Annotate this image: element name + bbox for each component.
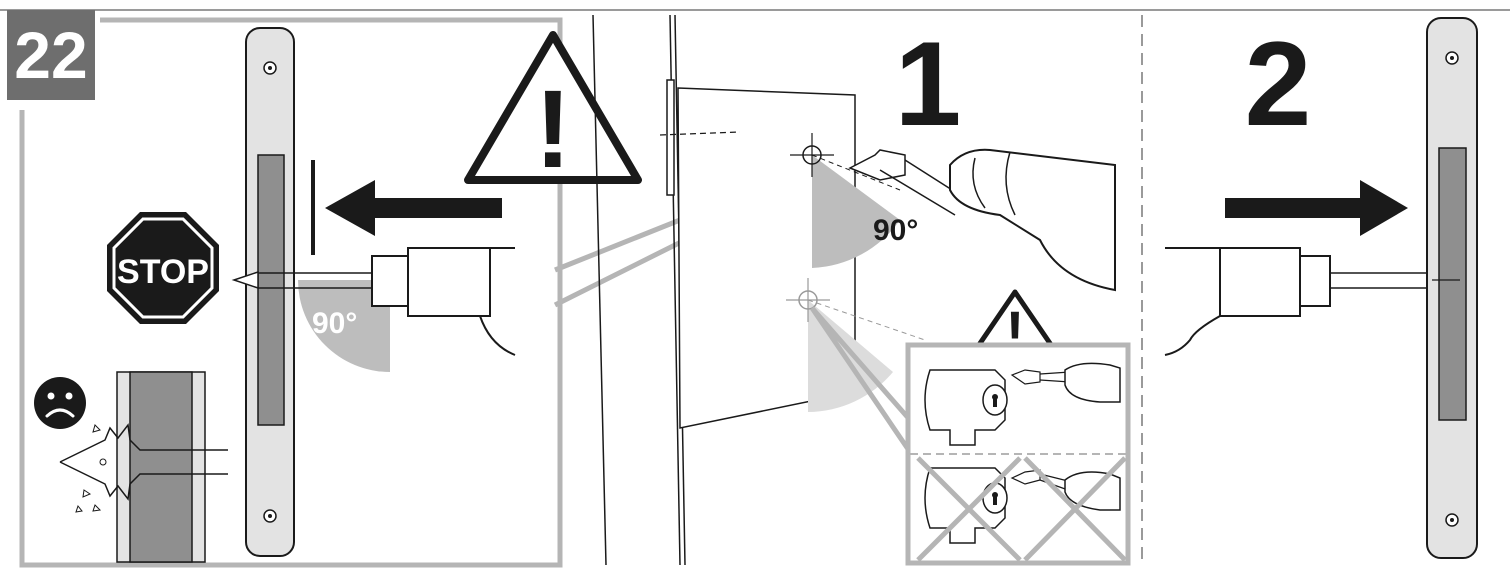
- angle-sector: [812, 155, 900, 268]
- left-panel-frame: [19, 17, 563, 568]
- hinge-icon: [666, 79, 675, 196]
- angle-label-center: 90°: [873, 214, 918, 247]
- drill-bit-tip: [231, 270, 259, 290]
- cross-mark-icon: [916, 456, 1022, 562]
- drill-icon: [371, 247, 516, 356]
- angle-label-left: 90°: [312, 307, 357, 340]
- center-panel: 90° 1 !: [592, 14, 1131, 566]
- callout-wedge: [809, 306, 913, 454]
- stop-sign-text: STOP: [117, 253, 209, 291]
- lock-slot: [257, 154, 285, 426]
- lock-slot: [1438, 147, 1467, 421]
- sad-face-icon: [34, 377, 86, 429]
- svg-text:!: !: [535, 68, 572, 191]
- step-badge: [7, 10, 95, 100]
- damaged-lock-detail: [59, 371, 228, 563]
- arrow-right-icon: [1225, 180, 1408, 236]
- cross-mark-icon: [1023, 456, 1127, 562]
- step-one-label: 1: [895, 17, 962, 151]
- drill-icon: [1010, 362, 1121, 403]
- arrow-left-icon: [325, 180, 502, 236]
- angle-sector: [298, 280, 390, 372]
- cylinder-inset: [905, 342, 1131, 566]
- right-panel: 2: [1164, 17, 1478, 559]
- stop-sign-icon: STOP: [107, 212, 219, 324]
- warning-icon: !: [464, 31, 642, 191]
- lock-cylinder-icon: [924, 369, 1008, 446]
- crosshair-icon: [790, 133, 901, 191]
- step-number: 22: [14, 18, 87, 92]
- step-two-label: 2: [1245, 17, 1312, 151]
- drill-icon: [848, 148, 1116, 292]
- drill-icon: [1164, 247, 1462, 356]
- crosshair-icon: [786, 278, 926, 341]
